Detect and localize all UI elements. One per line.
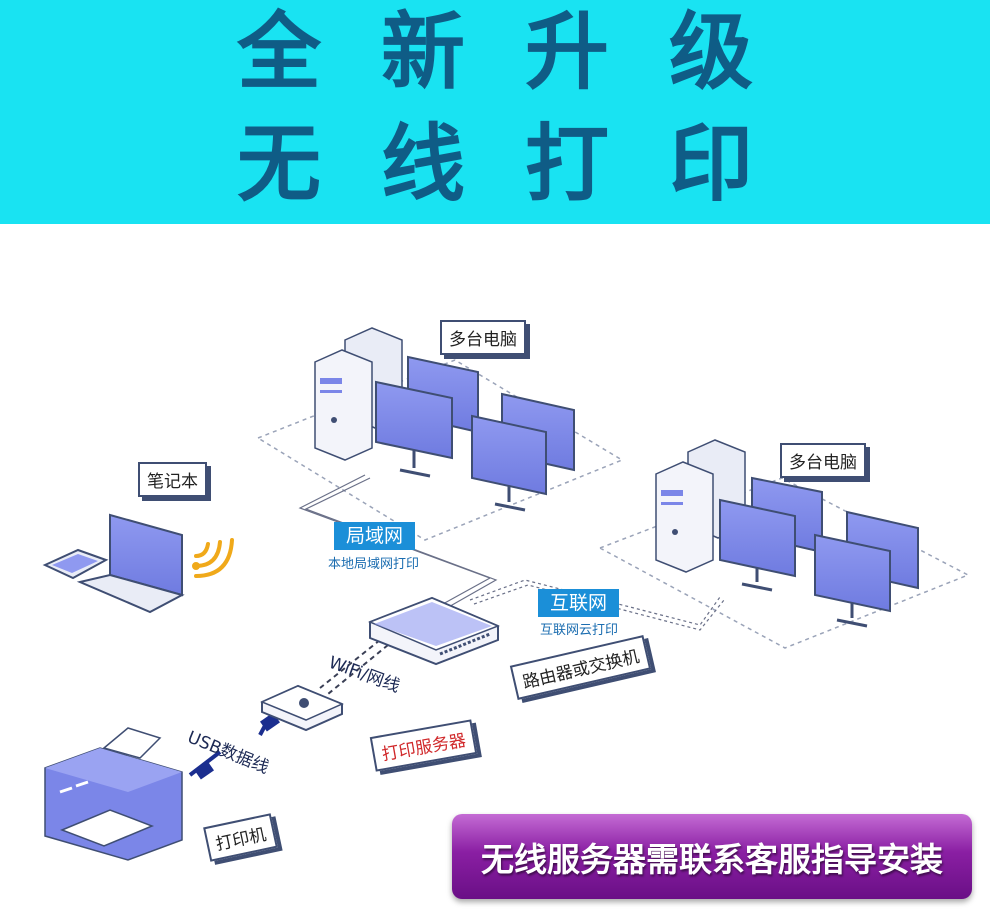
computers-label-2: 多台电脑 (780, 443, 866, 478)
computer-group-1 (314, 327, 575, 512)
laptop-device (76, 513, 185, 614)
usb-plug-2 (194, 760, 214, 780)
computers-label-1: 多台电脑 (440, 320, 526, 355)
wifi-cable (319, 639, 389, 695)
header-banner: 全新升级 无线打印 (0, 0, 990, 224)
router-device (368, 596, 500, 666)
internet-tag: 互联网 (538, 589, 620, 617)
print-server-device (260, 684, 344, 732)
wifi-icon (192, 538, 234, 578)
phone-device (42, 548, 109, 580)
install-notice-banner: 无线服务器需联系客服指导安装 (452, 814, 972, 899)
internet-subtitle: 互联网云打印 (540, 623, 619, 638)
headline-wireless-print: 无线打印 (236, 115, 813, 213)
laptop-label: 笔记本 (138, 462, 207, 497)
printer-device (44, 727, 183, 861)
computer-group-2 (655, 439, 919, 628)
lan-tag: 局域网 (334, 522, 416, 550)
lan-subtitle: 本地局域网打印 (328, 557, 420, 572)
headline-upgrade: 全新升级 (236, 3, 813, 101)
